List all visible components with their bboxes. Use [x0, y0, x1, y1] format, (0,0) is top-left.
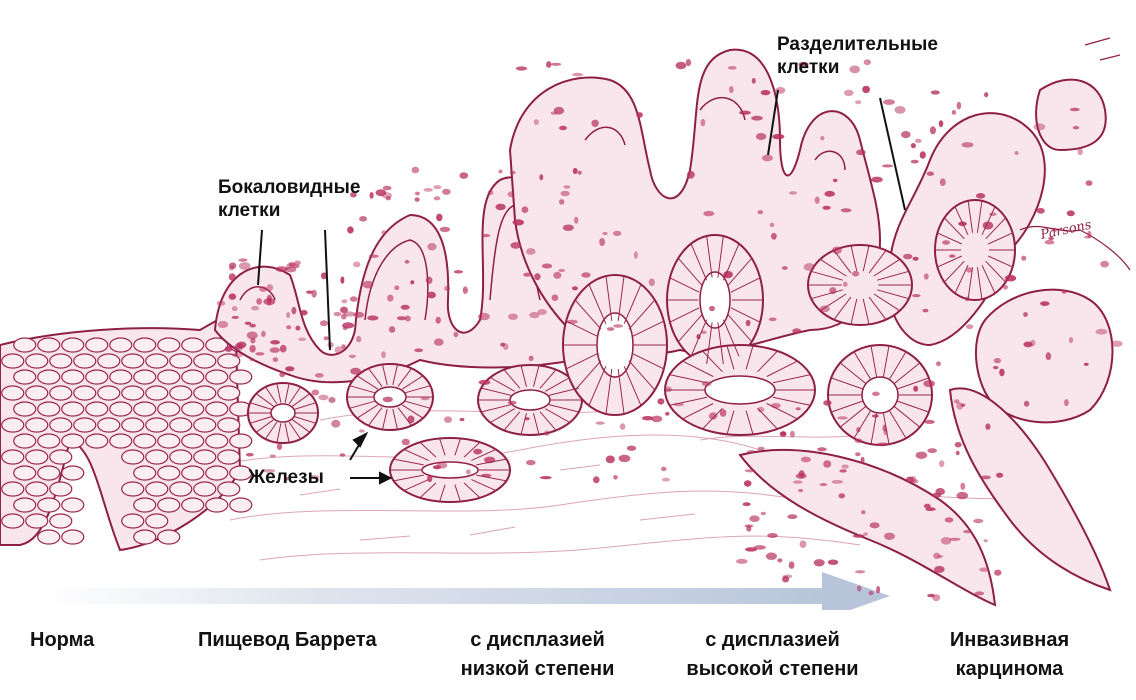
progression-arrow	[40, 572, 890, 610]
dividing-cells-label-line-1: Разделительные	[777, 34, 938, 55]
squamous-epithelium	[0, 308, 253, 552]
stage-normal: Норма	[30, 626, 94, 655]
stage-normal-line-1: Норма	[30, 629, 95, 651]
stage-low-grade-line-1: с дисплазией	[470, 629, 605, 651]
stage-low-grade-line-2: низкой степени	[460, 658, 615, 680]
goblet-cells-label: Бокаловидные клетки	[218, 176, 360, 222]
cell-nuclei	[216, 59, 1123, 602]
artist-signature: Parsons	[1038, 217, 1093, 243]
stage-barrett-line-1: Пищевод Баррета	[198, 629, 377, 651]
stage-low-grade-dysplasia: с дисплазией низкой степени	[440, 626, 635, 684]
stage-barrett: Пищевод Баррета	[198, 626, 377, 655]
goblet-cells-label-line-1: Бокаловидные	[218, 177, 361, 198]
stage-high-grade-dysplasia: с дисплазией высокой степени	[665, 626, 880, 684]
cell-walls	[248, 200, 1015, 502]
dividing-cells-label-line-2: клетки	[777, 57, 840, 78]
esophagus-progression-illustration: Parsons	[0, 37, 1131, 610]
stage-high-grade-line-1: с дисплазией	[705, 629, 840, 651]
stage-high-grade-line-2: высокой степени	[686, 658, 859, 680]
goblet-cells-label-line-2: клетки	[218, 200, 281, 221]
dividing-cells-label: Разделительные клетки	[777, 33, 938, 79]
stage-invasive-line-2: карцинома	[955, 658, 1064, 680]
stage-invasive-carcinoma: Инвазивная карцинома	[932, 626, 1087, 684]
stage-invasive-line-1: Инвазивная	[949, 629, 1070, 651]
label-pointers	[257, 89, 906, 485]
glands-label: Железы	[248, 467, 324, 488]
